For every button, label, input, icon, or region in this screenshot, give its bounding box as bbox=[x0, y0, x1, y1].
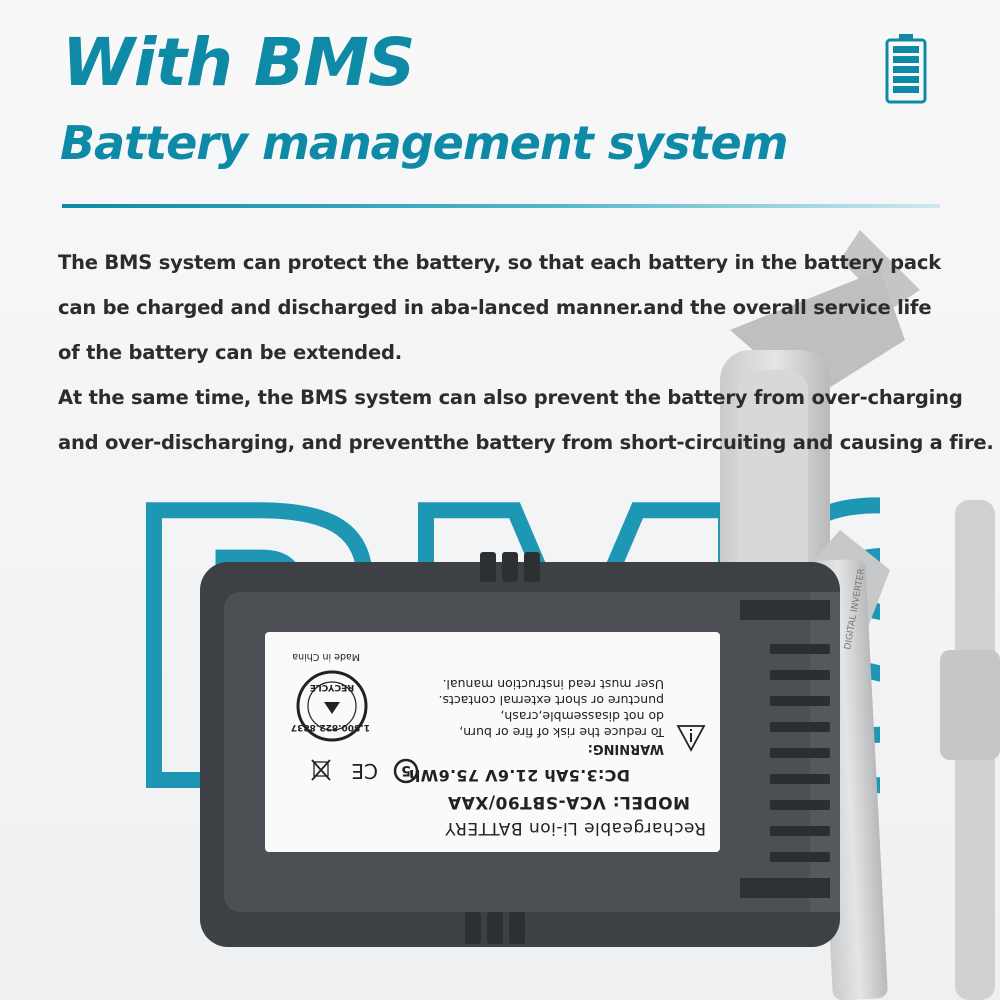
label-made-in: Made in China bbox=[292, 651, 360, 662]
battery-full-icon bbox=[885, 34, 927, 104]
label-battery-type: Rechargeable Li-ion BATTERY bbox=[444, 818, 706, 838]
label-warning-line: To reduce the risk of fire or burn, bbox=[459, 725, 664, 740]
description-line: can be charged and discharged in aba-lan… bbox=[58, 296, 932, 319]
label-warning-line: do not disassemble,crash, bbox=[500, 709, 664, 724]
description-line: of the battery can be extended. bbox=[58, 341, 402, 364]
warning-triangle-icon bbox=[676, 725, 706, 752]
battery-label: Rechargeable Li-ion BATTERY MODEL: VCA-S… bbox=[265, 632, 720, 852]
recycle-phone: 1.800.822.8837 bbox=[290, 722, 370, 732]
label-warning-line: User must read instruction manual. bbox=[442, 677, 664, 692]
page-subtitle: Battery management system bbox=[60, 116, 789, 170]
svg-text:CE: CE bbox=[351, 759, 378, 783]
header-divider bbox=[62, 204, 940, 208]
description-line: The BMS system can protect the battery, … bbox=[58, 251, 941, 274]
label-rating: DC:3.5Ah 21.6V 75.6Wh bbox=[408, 766, 630, 785]
recycle-icon bbox=[296, 670, 368, 742]
page-title: With BMS bbox=[62, 24, 415, 101]
svg-text:5: 5 bbox=[401, 762, 411, 778]
certification-marks-icon: 5 CE bbox=[311, 758, 419, 784]
description-line: and over-discharging, and preventthe bat… bbox=[58, 431, 994, 454]
description-text: The BMS system can protect the battery, … bbox=[58, 240, 994, 465]
recycle-seal: 1.800.822.8837 RECYCLE bbox=[290, 668, 370, 744]
recycle-word: RECYCLE bbox=[309, 682, 355, 692]
description-line: At the same time, the BMS system can als… bbox=[58, 386, 963, 409]
label-model: MODEL: VCA-SBT90/XAA bbox=[447, 792, 690, 812]
label-warning-line: puncture or short external contacts. bbox=[438, 693, 664, 708]
label-warning-title: WARNING: bbox=[587, 741, 664, 756]
